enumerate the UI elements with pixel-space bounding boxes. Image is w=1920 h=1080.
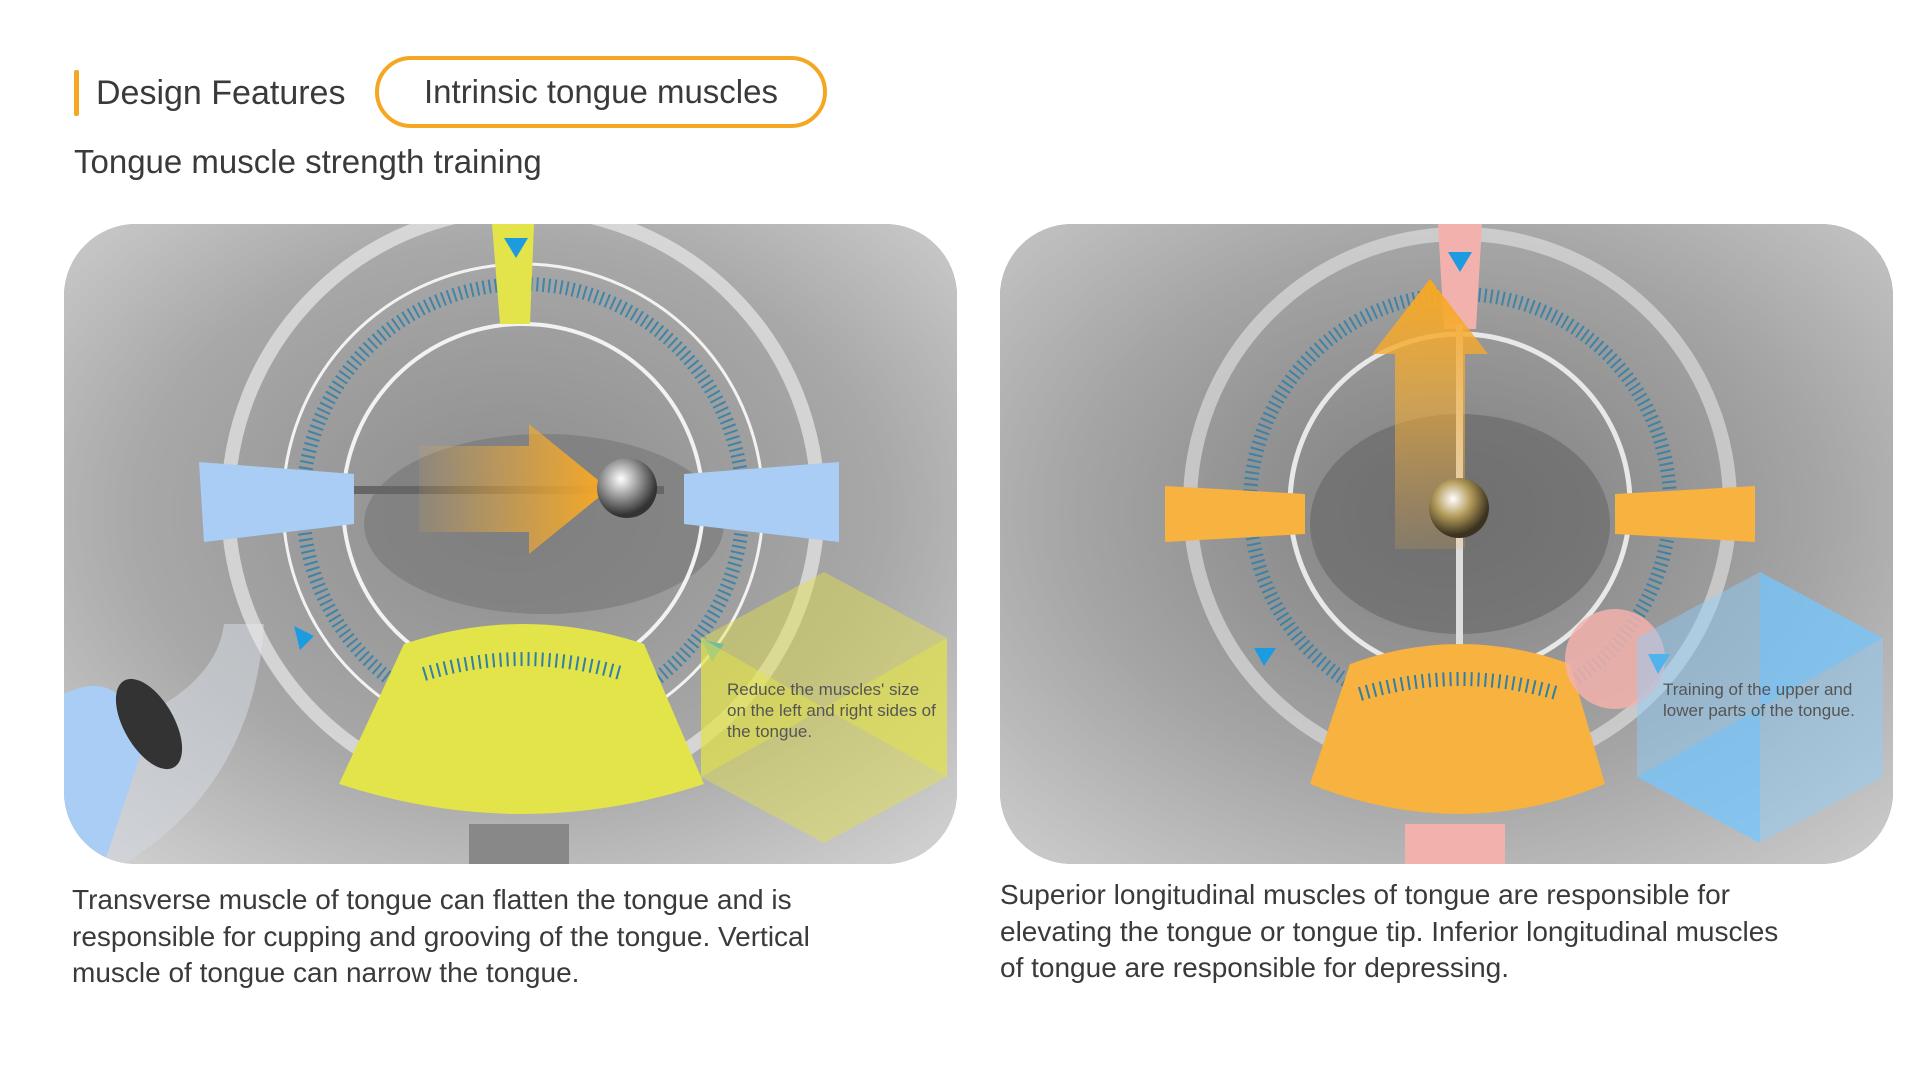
caption-left: Transverse muscle of tongue can flatten … <box>72 882 810 992</box>
panel-longitudinal-illustration: Training of the upper and lower parts of… <box>1000 224 1893 864</box>
section-accent-bar <box>74 70 79 116</box>
panel-note: Training of the upper and lower parts of… <box>1663 680 1855 720</box>
device-illustration-right <box>1000 224 1893 864</box>
caption-line: elevating the tongue or tongue tip. Infe… <box>1000 915 1779 947</box>
panel-note: Reduce the muscles' size on the left and… <box>727 680 936 741</box>
caption-line: responsible for cupping and grooving of … <box>72 920 810 952</box>
caption-line: muscle of tongue can narrow the tongue. <box>72 957 580 988</box>
page-subtitle: Tongue muscle strength training <box>74 143 542 180</box>
topic-pill[interactable]: Intrinsic tongue muscles <box>375 56 827 128</box>
caption-line: Superior longitudinal muscles of tongue … <box>1000 879 1730 910</box>
caption-line: Transverse muscle of tongue can flatten … <box>72 884 792 915</box>
section-label: Design Features <box>96 74 346 112</box>
device-illustration-left <box>64 224 957 864</box>
panel-transverse-illustration: Reduce the muscles' size on the left and… <box>64 224 957 864</box>
caption-line: of tongue are responsible for depressing… <box>1000 952 1509 983</box>
topic-pill-label: Intrinsic tongue muscles <box>424 73 778 110</box>
caption-right: Superior longitudinal muscles of tongue … <box>1000 877 1778 987</box>
